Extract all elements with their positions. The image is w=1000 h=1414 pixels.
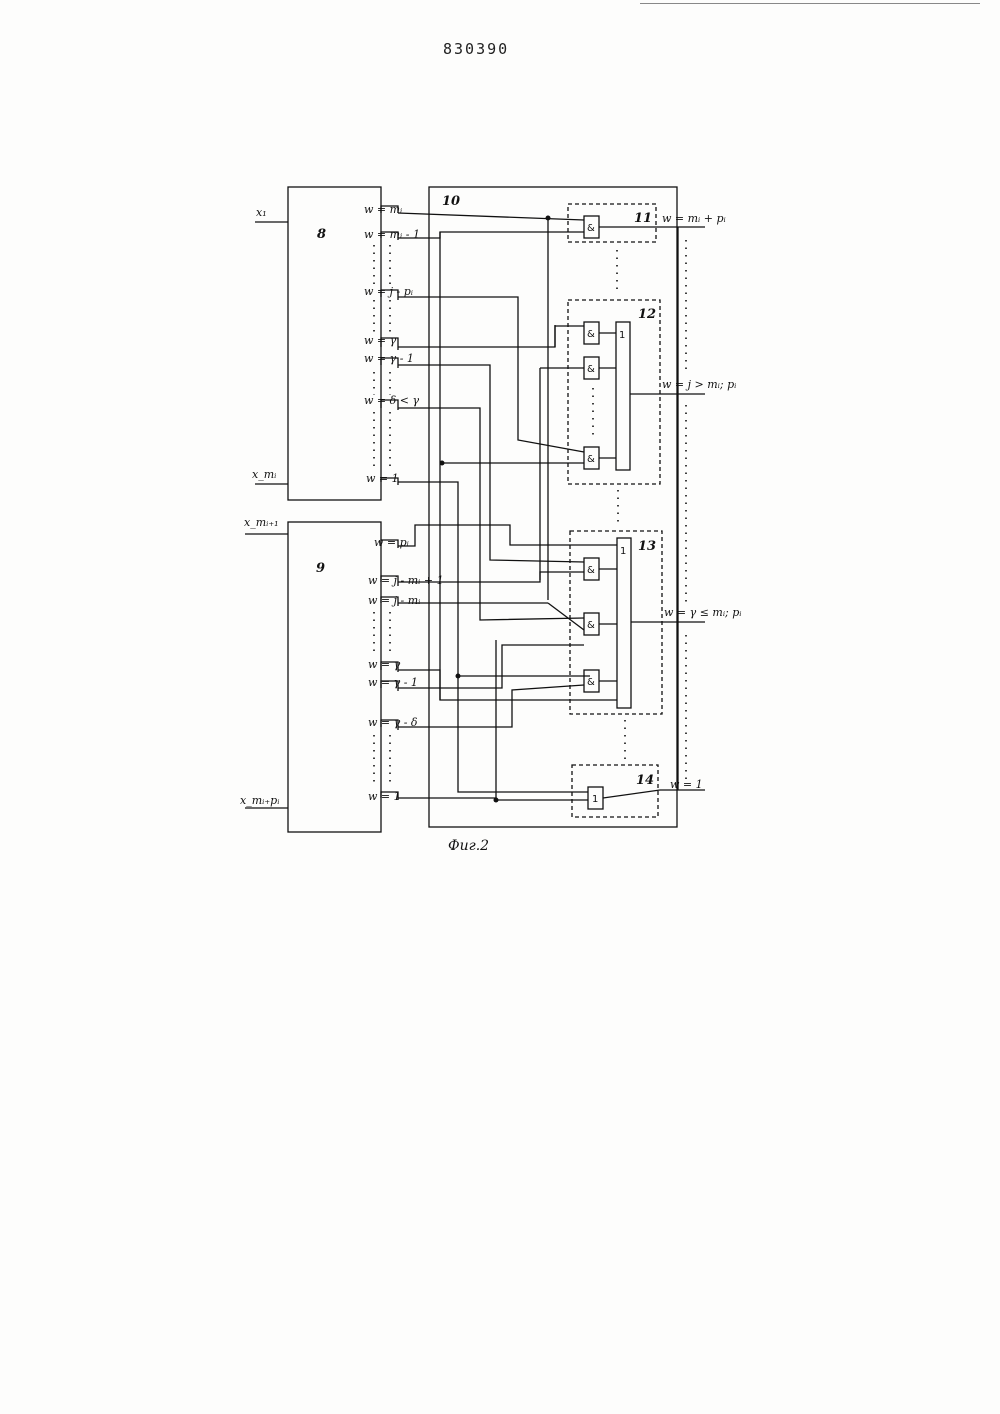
label-9-out-2: w = j - mᵢ + 1 — [368, 574, 444, 587]
or-symbol-13: 1 — [620, 546, 626, 557]
and-symbol-12c: & — [587, 454, 595, 465]
label-8-out-7: w = 1 — [366, 472, 399, 485]
and-symbol-13c: & — [587, 677, 595, 688]
or-gate-13 — [617, 538, 631, 708]
label-9-out-1: w = pᵢ — [374, 536, 409, 549]
label-result-14: w = 1 — [670, 778, 703, 791]
label-block-9: 9 — [316, 561, 325, 576]
label-result-13: w = γ ≤ mᵢ; pᵢ — [664, 606, 742, 619]
or-symbol-12: 1 — [619, 330, 625, 341]
label-input-xmi: x_mᵢ — [252, 468, 276, 481]
and-symbol-11: & — [587, 223, 595, 234]
label-8-out-5: w = γ - 1 — [364, 352, 414, 365]
wiring — [398, 213, 705, 800]
or-gate-12 — [616, 322, 630, 470]
and-symbol-12b: & — [587, 364, 595, 375]
or-symbol-14: 1 — [592, 794, 598, 805]
label-block-8: 8 — [317, 227, 326, 242]
and-symbol-13a: & — [587, 565, 595, 576]
label-block-13: 13 — [638, 539, 656, 554]
label-9-out-5: w = γ - 1 — [368, 676, 418, 689]
and-symbol-12a: & — [587, 329, 595, 340]
junction-dots — [440, 216, 551, 803]
label-8-out-3: w = j - pᵢ — [364, 285, 413, 298]
label-block-12: 12 — [638, 307, 656, 322]
figure-caption: Фиг.2 — [448, 838, 489, 854]
label-8-out-4: w = γ — [364, 334, 397, 347]
block-12 — [568, 300, 660, 484]
label-8-out-6: w = δ < γ — [364, 394, 419, 407]
and-symbol-13b: & — [587, 620, 595, 631]
label-input-xmipi: x_mᵢ₊pᵢ — [240, 794, 279, 807]
label-block-14: 14 — [636, 773, 654, 788]
label-result-11: w = mᵢ + pᵢ — [662, 212, 726, 225]
label-9-out-4: w = γ — [368, 658, 401, 671]
label-block-11: 11 — [634, 211, 652, 226]
label-input-xmi1: x_mᵢ₊₁ — [244, 516, 279, 529]
label-8-out-1: w = mᵢ — [364, 203, 402, 216]
label-9-out-7: w = 1 — [368, 790, 401, 803]
block-10 — [429, 187, 677, 827]
label-input-x1: x₁ — [256, 206, 267, 219]
label-9-out-6: w = γ - δ — [368, 716, 418, 729]
label-8-out-2: w = mᵢ - 1 — [364, 228, 420, 241]
label-result-12: w = j > mᵢ; pᵢ — [662, 378, 736, 391]
label-block-10: 10 — [442, 194, 460, 209]
label-9-out-3: w = j - mᵢ — [368, 594, 420, 607]
